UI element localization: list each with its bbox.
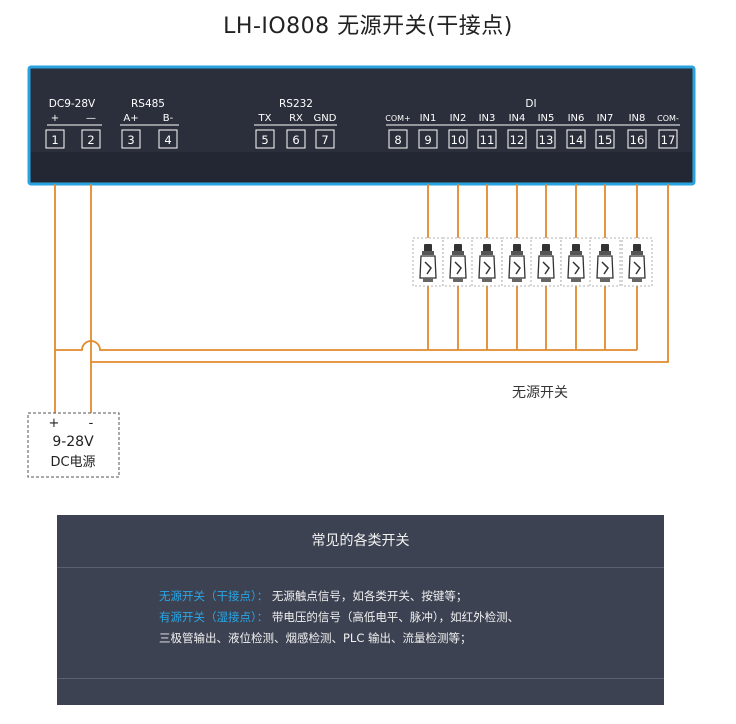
terminal-label-4: B-	[163, 113, 174, 124]
info-panel: 常见的各类开关 无源开关（干接点）： 无源触点信号，如各类开关、按键等； 有源开…	[57, 515, 664, 705]
terminal-label-6: RX	[289, 113, 303, 124]
power-voltage-label: 9-28V	[52, 434, 94, 450]
terminal-label-14: IN6	[568, 113, 585, 124]
terminal-number-16: 16	[630, 133, 645, 147]
terminal-box-8	[388, 129, 408, 149]
terminal-label-15: IN7	[597, 113, 614, 124]
terminal-label-17: COM-	[657, 114, 679, 123]
terminal-number-12: 12	[510, 133, 525, 147]
terminal-box-4	[158, 129, 178, 149]
passive-switch-label: 无源开关（干接点）：	[159, 589, 269, 603]
group-label-rs485: RS485	[131, 98, 165, 110]
dry-contact-switch-3	[471, 237, 503, 287]
power-supply-box	[27, 412, 120, 478]
switch-label: 无源开关	[512, 385, 568, 401]
terminal-number-13: 13	[539, 133, 554, 147]
terminal-box-13	[536, 129, 556, 149]
terminal-number-14: 14	[569, 133, 584, 147]
terminal-box-5	[255, 129, 275, 149]
terminal-label-7: GND	[314, 113, 337, 124]
wiring-diagram: DC9-28V RS485 RS232 DI +1 — 2 A+ 3 B- 4 TX 5 RX 6 G…	[27, 65, 696, 478]
group-label-dc: DC9-28V	[49, 98, 96, 110]
wire-com-return	[91, 184, 669, 363]
terminal-box-2	[81, 129, 101, 149]
power-plus-label: +	[49, 416, 60, 431]
device-lower-band	[31, 152, 692, 182]
terminal-label-16: IN8	[629, 113, 646, 124]
terminal-number-8: 8	[394, 133, 401, 147]
terminal-number-5: 5	[261, 133, 268, 147]
wire-common-bus	[55, 340, 637, 351]
terminal-box-7	[315, 129, 335, 149]
terminal-number-6: 6	[292, 133, 299, 147]
terminal-number-9: 9	[424, 133, 431, 147]
active-switch-label: 有源开关（湿接点）：	[159, 610, 269, 624]
terminal-number-11: 11	[480, 133, 495, 147]
terminal-label-2: —	[86, 113, 96, 124]
active-switch-row: 有源开关（湿接点）： 带电压的信号（高低电平、脉冲），如红外检测、	[159, 607, 664, 628]
terminal-box-11	[477, 129, 497, 149]
terminal-box-10	[448, 129, 468, 149]
terminal-box-6	[286, 129, 306, 149]
terminal-box-17	[658, 129, 678, 149]
terminal-label-8: COM+	[385, 114, 411, 123]
dry-contact-switch-5	[530, 237, 562, 287]
dry-contact-switch-1	[412, 237, 444, 287]
terminal-label-11: IN3	[479, 113, 496, 124]
terminal-number-1: 1	[51, 133, 58, 147]
terminal-label-1: +	[51, 113, 59, 124]
terminal-box-1	[45, 129, 65, 149]
info-panel-divider	[57, 678, 664, 679]
dry-contact-switch-7	[589, 237, 621, 287]
terminal-label-10: IN2	[450, 113, 467, 124]
terminal-box-3	[121, 129, 141, 149]
group-label-rs232: RS232	[279, 98, 313, 110]
info-panel-title: 常见的各类开关	[57, 515, 664, 568]
terminal-label-3: A+	[123, 113, 138, 124]
terminal-number-3: 3	[127, 133, 134, 147]
terminal-number-10: 10	[451, 133, 466, 147]
dry-contact-switch-2	[442, 237, 474, 287]
diagram-title: LH-IO808 无源开关(干接点)	[223, 14, 513, 39]
terminal-box-15	[595, 129, 615, 149]
active-switch-desc-2: 三极管输出、液位检测、烟感检测、PLC 输出、流量检测等；	[159, 631, 472, 645]
passive-switch-desc: 无源触点信号，如各类开关、按键等；	[271, 589, 468, 603]
dry-contact-switch-8	[621, 237, 653, 287]
terminal-number-17: 17	[661, 133, 676, 147]
info-panel-body: 无源开关（干接点）： 无源触点信号，如各类开关、按键等； 有源开关（湿接点）： …	[57, 568, 664, 649]
terminal-label-12: IN4	[509, 113, 526, 124]
terminal-box-9	[418, 129, 438, 149]
power-minus-label: -	[89, 416, 94, 431]
group-label-di: DI	[525, 98, 536, 110]
terminal-label-5: TX	[258, 113, 272, 124]
terminal-number-2: 2	[87, 133, 94, 147]
terminal-number-4: 4	[164, 133, 171, 147]
terminal-number-7: 7	[321, 133, 328, 147]
active-switch-row-2: 三极管输出、液位检测、烟感检测、PLC 输出、流量检测等；	[159, 628, 664, 649]
terminal-box-12	[507, 129, 527, 149]
active-switch-desc: 带电压的信号（高低电平、脉冲），如红外检测、	[271, 610, 520, 624]
terminal-label-13: IN5	[538, 113, 555, 124]
terminal-box-16	[627, 129, 647, 149]
terminal-number-15: 15	[598, 133, 613, 147]
terminal-label-9: IN1	[420, 113, 437, 124]
passive-switch-row: 无源开关（干接点）： 无源触点信号，如各类开关、按键等；	[159, 586, 664, 607]
dry-contact-switch-6	[560, 237, 592, 287]
terminal-box-14	[566, 129, 586, 149]
power-name-label: DC电源	[50, 455, 95, 470]
dry-contact-switch-4	[501, 237, 533, 287]
